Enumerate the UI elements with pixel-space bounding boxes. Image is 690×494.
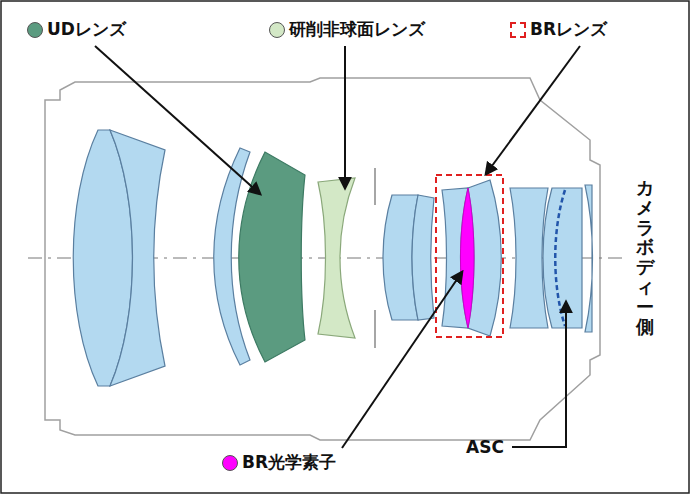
legend-swatch xyxy=(27,22,43,38)
aspherical-lens xyxy=(318,178,355,338)
br-optical-element xyxy=(461,188,475,328)
legend-text: BRレンズ xyxy=(530,19,607,39)
legend-swatch xyxy=(222,455,238,471)
legend-dashed-square xyxy=(510,22,526,38)
legend-text: 研削非球面レンズ xyxy=(289,19,425,39)
legend-swatch xyxy=(269,22,285,38)
asc-coating xyxy=(555,190,565,326)
br-lens-box xyxy=(436,175,503,337)
legend-text: UDレンズ xyxy=(47,19,126,39)
lens-elements xyxy=(73,130,592,386)
leader-lines xyxy=(95,46,580,448)
side-label: カメラボディー側 xyxy=(636,178,654,336)
aperture xyxy=(374,168,376,348)
part-label: ASC xyxy=(466,437,504,457)
legend-text: BR光学素子 xyxy=(242,452,336,472)
